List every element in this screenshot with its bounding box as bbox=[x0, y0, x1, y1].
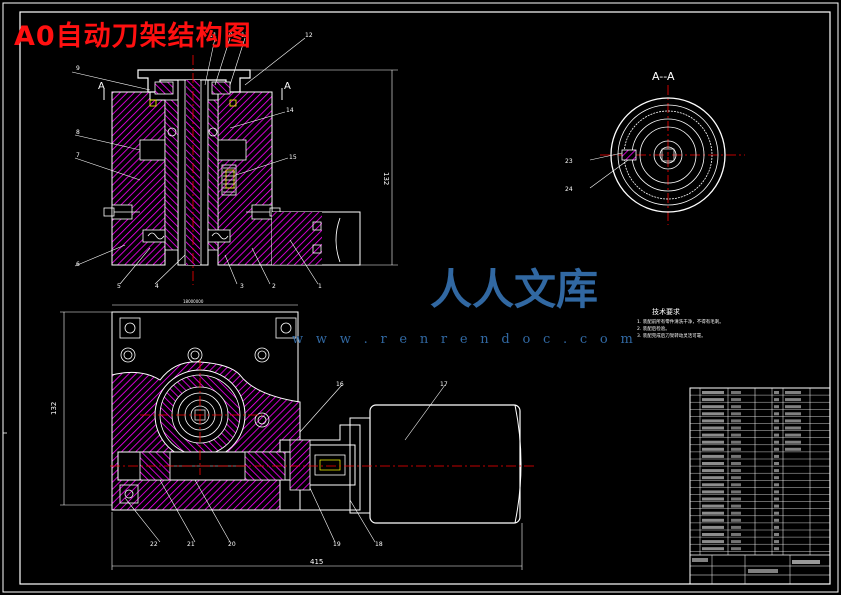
section-view-title: A--A bbox=[652, 70, 675, 83]
part-label-6: 6 bbox=[76, 261, 80, 268]
part-label-17: 17 bbox=[440, 381, 448, 388]
part-label-14: 14 bbox=[286, 107, 294, 114]
part-label-8: 8 bbox=[76, 129, 80, 136]
dim-width-top: 18000000 bbox=[183, 299, 204, 304]
part-label-4: 4 bbox=[155, 283, 159, 290]
part-label-13: 13 bbox=[241, 32, 249, 39]
part-label-7: 7 bbox=[76, 152, 80, 159]
watermark-url: w w w . r e n r e n d o c . c o m bbox=[292, 332, 638, 347]
top-section-view: A A 132 9 11 10 13 bbox=[71, 32, 398, 290]
part-label-1: 1 bbox=[318, 283, 322, 290]
part-label-18: 18 bbox=[375, 541, 383, 548]
notes-line-3: 3. 装配完成后刀架转动灵活可靠。 bbox=[637, 334, 706, 339]
notes-line-2: 2. 装配后检验。 bbox=[637, 327, 670, 332]
part-label-24: 24 bbox=[565, 186, 573, 193]
part-label-21: 21 bbox=[187, 541, 195, 548]
part-label-22: 22 bbox=[150, 541, 158, 548]
dim-height-bottom: 132 bbox=[50, 402, 58, 415]
dim-height-top: 132 bbox=[382, 172, 390, 185]
dim-width-bottom: 415 bbox=[310, 558, 323, 566]
part-label-15: 15 bbox=[289, 154, 297, 161]
part-label-12: 12 bbox=[305, 32, 313, 39]
bill-of-materials bbox=[689, 387, 831, 585]
part-label-20: 20 bbox=[228, 541, 236, 548]
drawing-title: A0自动刀架结构图 bbox=[14, 21, 252, 52]
part-label-3: 3 bbox=[240, 283, 244, 290]
watermark-text: 人人文库 bbox=[430, 265, 599, 314]
part-label-9: 9 bbox=[76, 65, 80, 72]
part-label-19: 19 bbox=[333, 541, 341, 548]
part-label-2: 2 bbox=[272, 283, 276, 290]
section-mark-left: A bbox=[98, 81, 105, 92]
bottom-plan-view: 132 18000000 415 16 17 22 21 20 19 18 bbox=[50, 299, 535, 570]
part-label-11: 11 bbox=[209, 32, 217, 39]
section-mark-right: A bbox=[284, 81, 291, 92]
part-label-5: 5 bbox=[117, 283, 121, 290]
section-a-view: A--A 23 24 bbox=[565, 70, 745, 225]
notes-line-1: 1. 装配前所有零件清洗干净，不得有毛刺。 bbox=[637, 320, 724, 325]
part-label-23: 23 bbox=[565, 158, 573, 165]
notes-title: 技术要求 bbox=[652, 308, 680, 316]
part-label-16: 16 bbox=[336, 381, 344, 388]
part-label-10: 10 bbox=[225, 32, 233, 39]
inner-border bbox=[19, 11, 831, 585]
